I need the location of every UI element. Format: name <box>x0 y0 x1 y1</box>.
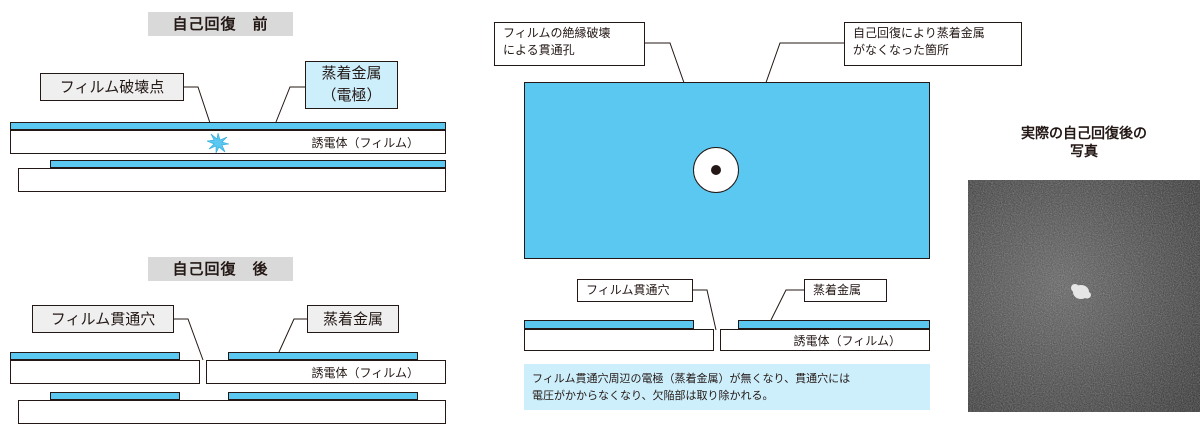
after-upper-metal-left <box>10 352 180 360</box>
before-upper-metal <box>10 122 446 130</box>
before-lower-film <box>18 168 446 192</box>
metal-gone-label: 自己回復により蒸着金属 がなくなった箇所 <box>844 22 1022 66</box>
healed-spot <box>1071 284 1091 299</box>
metal-electrode-label-line2: （電極） <box>321 86 382 104</box>
after-upper-film-right: 誘電体（フィルム） <box>206 360 446 384</box>
before-title: 自己回復 前 <box>148 12 293 36</box>
after-upper-film-left <box>10 360 200 384</box>
breakdown-spark-icon <box>207 133 229 153</box>
breakdown-point-label: フィルム破壊点 <box>40 73 184 101</box>
through-hole-dot-icon <box>711 165 721 175</box>
metal-electrode-label: 蒸着金属 （電極） <box>305 61 398 109</box>
center-metal-right <box>738 320 930 329</box>
center-metal-label: 蒸着金属 <box>804 279 887 302</box>
before-dielectric-label: 誘電体（フィルム） <box>311 136 419 150</box>
metal-electrode-label-line1: 蒸着金属 <box>321 64 382 82</box>
center-hole-label: フィルム貫通穴 <box>577 279 693 302</box>
after-lower-metal-left <box>50 392 180 400</box>
after-dielectric-label: 誘電体（フィルム） <box>311 366 419 380</box>
photo-title: 実際の自己回復後の 写真 <box>1021 126 1147 160</box>
after-metal-label: 蒸着金属 <box>307 305 399 333</box>
center-metal-left <box>524 320 694 329</box>
center-film-left <box>524 329 714 351</box>
explanation-note: フィルム貫通穴周辺の電極（蒸着金属）が無くなり、貫通穴には 電圧がかからなくなり… <box>524 364 930 410</box>
self-healing-photo <box>968 180 1200 412</box>
center-dielectric-label: 誘電体（フィルム） <box>793 334 901 348</box>
after-upper-metal-right <box>228 352 418 360</box>
after-lower-metal-right <box>228 392 418 400</box>
after-title: 自己回復 後 <box>148 257 293 281</box>
center-film-right: 誘電体（フィルム） <box>720 329 930 351</box>
after-lower-film <box>18 400 446 424</box>
before-lower-metal <box>50 160 446 168</box>
before-upper-film: 誘電体（フィルム） <box>10 130 446 154</box>
after-hole-label: フィルム貫通穴 <box>32 305 174 333</box>
through-hole-label: フィルムの絶縁破壊 による貫通孔 <box>494 22 645 66</box>
